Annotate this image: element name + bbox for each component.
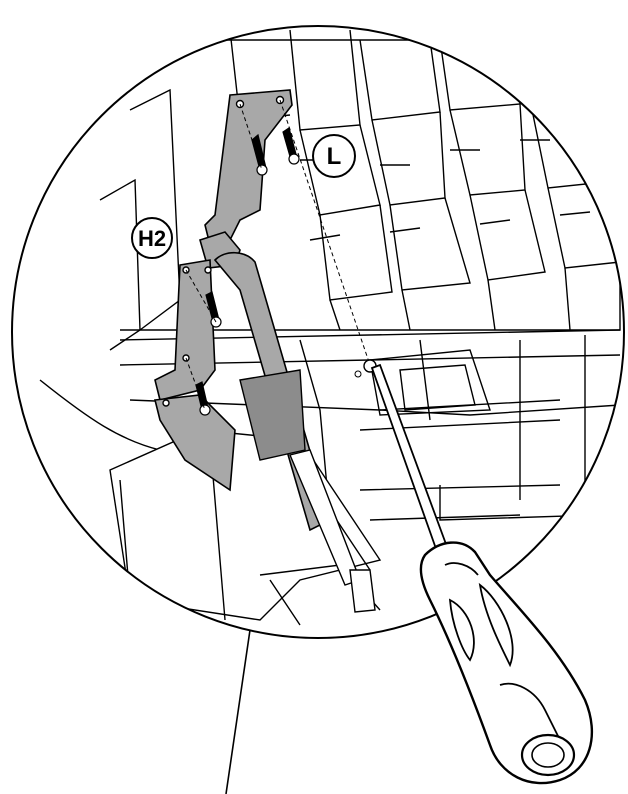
callout-h2: H2 — [131, 217, 173, 259]
alignment-guides — [185, 99, 371, 411]
callout-h2-label: H2 — [138, 226, 166, 251]
hinge-arm — [154, 89, 376, 613]
screw-icon — [195, 127, 300, 416]
detail-magnifier — [39, 29, 621, 626]
callout-l-label: L — [327, 143, 342, 170]
callout-l: L — [312, 134, 356, 178]
detail-circle-outline — [11, 25, 625, 639]
detail-leader-line — [225, 629, 251, 794]
screwdriver-icon — [370, 363, 593, 785]
